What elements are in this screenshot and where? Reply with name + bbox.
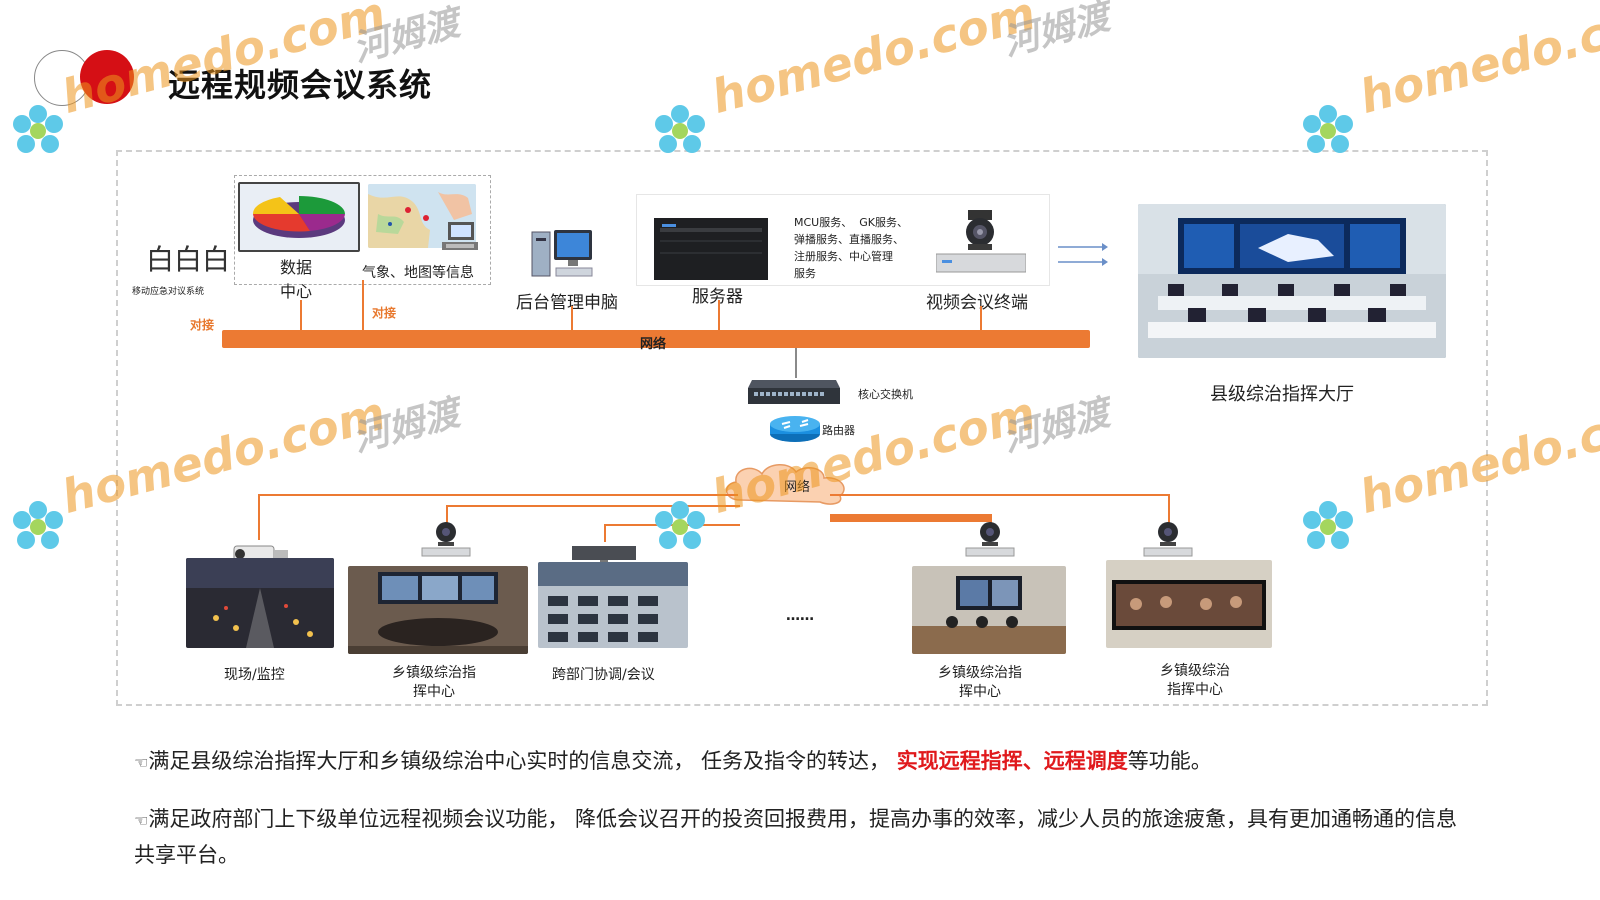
link-endpoint-3: [604, 524, 606, 542]
terminal-link: [980, 306, 982, 330]
backend-link: [571, 306, 573, 330]
endpoint-label-2: 乡镇级综治指 挥中心: [392, 665, 476, 700]
backend-pc-label: 后台管理申脑: [516, 293, 618, 313]
router-label: 路由器: [822, 424, 855, 437]
logo-circle-red: [80, 50, 134, 104]
network-bus: [222, 330, 1090, 348]
endpoint-label-4: 乡镇级综治指 挥中心: [938, 665, 1022, 700]
page-title: 远程规频会议系统: [168, 66, 433, 104]
cloud-network-icon: [720, 458, 860, 512]
core-switch-icon: [748, 378, 840, 410]
bullet-1-highlight: 实现远程指挥、远程调度: [896, 749, 1128, 773]
ellipsis-more: ……: [786, 608, 814, 624]
dock-line-mid: [362, 280, 364, 332]
weather-map-label: 气象、地图等信息: [362, 265, 474, 281]
bullet-2-text: 满足政府部门上下级单位远程视频会议功能， 降低会议召开的投资回报费用，提高办事的…: [134, 807, 1458, 867]
flower-logo-icon: [650, 100, 710, 164]
ptz-camera-icon-4: [964, 520, 1016, 562]
diagram-frame: [116, 150, 1488, 706]
link-endpoint-2: [446, 505, 448, 533]
watermark-homedo-3: homedo.com: [1354, 0, 1600, 124]
bullet-1-suffix: 等功能。: [1127, 749, 1212, 773]
endpoint-photo-township-2: [912, 566, 1066, 654]
bullet-1-text: 满足县级综治指挥大厅和乡镇级综治中心实时的信息交流， 任务及指令的转达，: [148, 749, 897, 773]
dock-label-mid: 对接: [372, 306, 397, 320]
ptz-camera-icon-5: [1142, 520, 1194, 562]
endpoint-label-3: 跨部门协调/会议: [552, 667, 655, 683]
flower-logo-icon: [8, 100, 68, 164]
data-center-label: 数据 中心: [280, 258, 313, 301]
endpoint-photo-site-surveillance: [186, 558, 334, 648]
router-icon: [768, 414, 822, 448]
county-hall-label: 县级综治指挥大厅: [1210, 384, 1354, 405]
bullet-1: ☜满足县级综治指挥大厅和乡镇级综治中心实时的信息交流， 任务及指令的转达， 实现…: [134, 744, 1534, 780]
workstation-icon: [440, 220, 480, 258]
hand-pointer-icon: ☜: [134, 753, 149, 772]
flower-logo-icon: [1298, 100, 1358, 164]
video-terminal-label: 视频会议终端: [926, 293, 1028, 313]
endpoint-photo-township-1: [348, 566, 528, 654]
cloud-network-label: 网络: [784, 480, 811, 495]
core-switch-label: 核心交换机: [858, 388, 913, 401]
watermark-homedo-2: homedo.com: [706, 0, 1041, 124]
network-bus-label: 网络: [640, 337, 667, 352]
data-center-link: [300, 300, 302, 330]
server-box: [636, 194, 1050, 286]
server-link: [718, 300, 720, 330]
arrow-icon: [1058, 240, 1108, 274]
server-icon: [654, 218, 768, 284]
endpoint-photo-cross-dept: [538, 562, 688, 648]
cloud-link-bar: [830, 514, 992, 522]
legend-text: 白白白: [146, 243, 231, 276]
cloud-link-3: [604, 524, 740, 526]
cloud-link-left: [258, 494, 738, 496]
flower-logo-icon: [8, 496, 68, 560]
legend-subtext: 移动应急对议系统: [132, 287, 205, 297]
link-endpoint-5: [1168, 494, 1170, 528]
endpoint-label-1: 现场/监控: [224, 667, 285, 683]
map-image: [368, 184, 476, 248]
endpoint-label-5: 乡镇级综治 指挥中心: [1160, 663, 1230, 698]
watermark-cn-2: 河姆渡: [998, 0, 1114, 65]
county-hall-photo: [1138, 204, 1446, 358]
hand-pointer-icon: ☜: [134, 811, 149, 830]
endpoint-photo-township-3: [1106, 560, 1272, 648]
video-terminal-icon: [935, 208, 1027, 282]
cloud-link-2: [446, 505, 740, 507]
server-label: 服务器: [692, 287, 743, 307]
pie-chart-image: [238, 182, 360, 252]
flower-logo-icon: [650, 496, 710, 560]
bullet-2: ☜满足政府部门上下级单位远程视频会议功能， 降低会议召开的投资回报费用，提高办事…: [134, 802, 1474, 872]
server-services-label: MCU服务、 GK服务、 弹播服务、直播服务、 注册服务、中心管理 服务: [794, 216, 908, 280]
backend-pc-icon: [530, 228, 596, 286]
flower-logo-icon: [1298, 496, 1358, 560]
link-endpoint-1: [258, 494, 260, 540]
ptz-camera-icon-2: [420, 520, 472, 562]
cloud-link-right: [830, 494, 1170, 496]
dock-label-left: 对接: [190, 318, 215, 332]
bus-to-switch-line: [795, 348, 797, 378]
